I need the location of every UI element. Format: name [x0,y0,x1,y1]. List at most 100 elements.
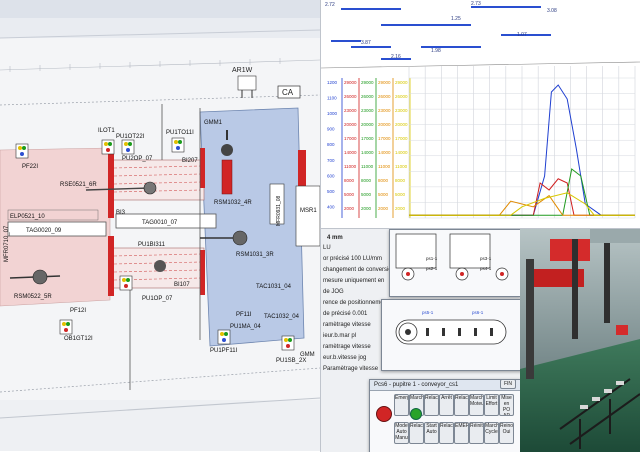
station-label: TAG0020_09 [26,228,62,234]
hmi-header-value: 4 mm [327,235,343,241]
robot-rse0521-icon[interactable] [85,181,157,195]
chart-series [409,84,635,216]
station-label: PU1OP_07 [142,296,173,302]
pupitre-button[interactable]: Start Auto [424,422,439,444]
hmi-parameter-line: rence de positionnement [323,300,389,306]
timeline-bar [331,40,361,42]
label-ar1w: AR1W [232,67,253,74]
pupitre-button[interactable]: Relache [409,422,424,444]
gripper-icon [237,75,257,98]
pushbutton-panel-icon[interactable] [15,143,29,159]
y-tick-label: 500 [327,189,335,194]
chart-grid [408,66,636,219]
plant-layout-canvas: AR1W CA PF22I ILOT1 PU1OT22I PU1TO11I GM… [0,0,320,451]
machine-column [572,239,578,339]
timeline-label: 1.25 [451,16,461,22]
hmi-parameter-line: de précisé 0.001 [323,311,368,317]
pushbutton-panel-icon[interactable] [217,329,231,345]
tag0020-block[interactable] [7,221,107,237]
robot-rsm1031-icon[interactable] [200,230,248,246]
station-label: PU1MA_04 [230,324,261,330]
y-tick-label: 17000 [344,136,357,141]
y-tick-label: 8000 [395,178,406,183]
y-tick-label: 5000 [395,192,406,197]
pushbutton-panel-icon[interactable] [119,275,133,291]
pushbutton-panel-icon[interactable] [59,319,73,335]
y-tick-label: 400 [327,204,335,209]
pupitre-button[interactable]: Réinitialisation [469,422,484,444]
simulation-3d-view[interactable] [520,228,640,452]
y-tick-label: 5000 [344,192,355,197]
pupitre-button[interactable]: Marche Cycle [484,422,499,444]
station-label: PU1SB_2X [276,358,306,364]
gripper-schematic-window[interactable]: ps1-1 ps2-1 ps3-1 ps4-1 [389,229,521,297]
pupitre-button[interactable]: EMERGENCY [454,422,469,444]
station-label: BI207 [182,158,198,164]
station-label: RSE0521_6R [60,182,97,188]
hmi-parameter-line: mesure uniquement en [323,278,385,284]
timeline-label: 1.98 [431,48,441,54]
y-tick-label: 26000 [378,94,391,99]
pushbutton-panel-icon[interactable] [281,335,295,351]
station-label: MSR1 [300,208,317,214]
y-axes: 1200110010009008007006005004002900026000… [327,78,411,218]
timeline-label: 3.87 [361,40,371,46]
conveyor-frame [559,378,640,449]
emergency-stop-icon[interactable] [376,406,392,422]
series-line [409,192,635,216]
y-tick-label: 5000 [378,192,389,197]
pupitre-button[interactable]: Relache [424,394,439,416]
robot-rsm0522-icon[interactable] [9,269,61,285]
pushbutton-panel-icon[interactable] [121,139,135,155]
robot-rsm1032-icon[interactable] [221,130,233,195]
gripper-label: ps3-1 [480,256,492,261]
pupitre-button[interactable]: Reinoculage Oui [499,422,514,444]
fin-button[interactable]: FIN [500,379,516,389]
y-tick-label: 23000 [361,108,374,113]
pupitre-button[interactable]: Mise en PO AP [499,394,514,416]
msr1-block[interactable] [295,185,320,247]
pushbutton-panel-icon[interactable] [101,139,115,155]
y-tick-label: 900 [327,127,335,132]
y-tick-label: 23000 [378,108,391,113]
y-tick-label: 800 [327,142,335,147]
pushbutton-panel-icon[interactable] [171,137,185,153]
mfr0931-block[interactable] [269,183,285,225]
pupitre-button[interactable]: Relache [454,394,469,416]
pupitre-button[interactable]: Limit Effort [484,394,499,416]
y-tick-label: 20000 [378,122,391,127]
red-gantry-part [550,239,590,261]
y-tick-label: 23000 [344,108,357,113]
timeline-label: 2.73 [471,1,481,7]
timeline-bar [351,46,391,48]
station-label: TAC1032_04 [264,314,300,320]
ca-box[interactable] [277,85,301,99]
y-tick-label: 14000 [344,150,357,155]
station-label: PU2OP_07 [122,156,153,162]
red-gantry-part [534,269,584,287]
conveyor-belt-window[interactable]: ps5-1 ps6-1 [381,299,521,371]
timeline-bar [501,34,551,36]
hmi-parameter-line: de JOG [323,289,344,295]
plant-layout-view[interactable]: AR1W CA PF22I ILOT1 PU1OT22I PU1TO11I GM… [0,0,320,451]
pupitre-button[interactable]: Mode Auto Manu [394,422,409,444]
pupitre-dialog[interactable]: Pcs6 - pupitre 1 - conveyor_cs1 FIN Emer… [369,379,521,452]
pupitre-button[interactable]: Marche Moteur [469,394,484,416]
red-post-3 [200,148,205,188]
hmi-parameter-line: ieur.b.mar pl [323,333,357,339]
machine-column [604,243,610,323]
pupitre-button[interactable]: Emergency [394,394,409,416]
menu-strip [0,0,320,18]
red-post-1 [108,148,114,218]
y-tick-label: 1000 [327,111,338,116]
y-tick-label: 8000 [378,178,389,183]
pupitre-button[interactable]: Arrêt [439,394,454,416]
tag0010-block[interactable] [115,213,217,229]
station-label: PF12I [70,308,86,314]
pupitre-button[interactable]: Relache [439,422,454,444]
red-post-2 [108,236,114,296]
robot-bi107-icon[interactable] [154,260,166,272]
y-tick-label: 2000 [378,206,389,211]
